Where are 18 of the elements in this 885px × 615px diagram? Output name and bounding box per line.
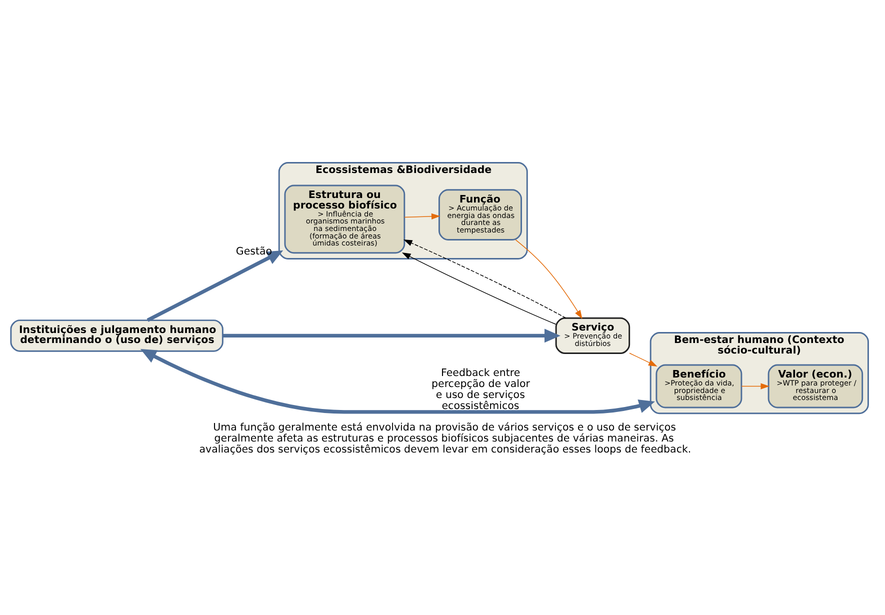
arrow [140, 349, 655, 414]
arrow [402, 252, 556, 325]
arrow [404, 213, 440, 220]
edge-label: Feedback entre percepção de valor e uso de serviços ecossistêmicos [432, 367, 530, 412]
arrow [515, 239, 582, 319]
node-box: Função > Acumulação de energia das ondas durante as tempestades [438, 189, 522, 240]
edge-label: Gestão [236, 246, 272, 258]
arrow [741, 383, 770, 390]
arrow [222, 328, 560, 343]
node-box: Serviço > Prevenção de distúrbios [555, 317, 630, 354]
arrow [629, 352, 658, 367]
node-box: Estrutura ou processo biofísico > Influência de organismos marinhos na sedimentação (formação de áreas úmidas costeiras) [284, 184, 406, 254]
caption: Uma função geralmente está envolvida na provisão de vários serviços e o uso de serviços geralmente afeta as estruturas e processos biofísicos subjacentes de várias maneiras. As avaliações dos serviços ecossistêmicos devem levar em consideração esses loops de feedback. [199, 421, 692, 456]
node-box: Instituições e julgamento humano determinando o (uso de) serviços [10, 320, 224, 352]
arrow [146, 250, 284, 322]
arrow [403, 240, 566, 318]
node-box: Valor (econ.) >WTP para proteger / restaurar o ecossistema [768, 364, 864, 408]
node-box: Benefício >Proteção da vida, propriedade e subsistência [656, 364, 742, 408]
